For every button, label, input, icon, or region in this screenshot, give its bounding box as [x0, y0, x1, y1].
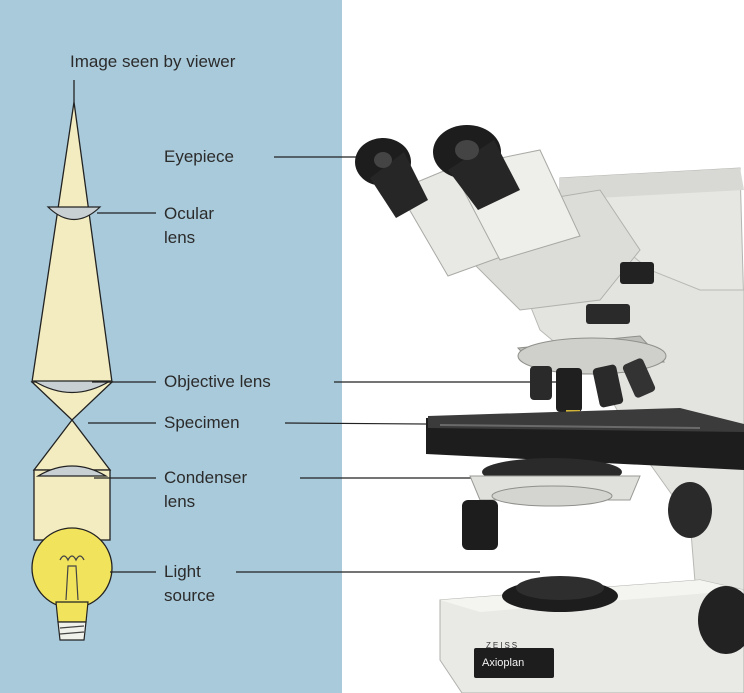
microscope-illustration — [355, 125, 744, 693]
image-seen-by-viewer-label: Image seen by viewer — [70, 52, 235, 72]
ocular-lens-label: Ocular lens — [164, 204, 214, 248]
eyepiece-label: Eyepiece — [164, 147, 234, 167]
condenser-lens-label: Condenser lens — [164, 468, 247, 512]
light-source-label-line2: source — [164, 586, 215, 606]
ocular-lens-shape — [48, 207, 100, 220]
light-source-label: Light source — [164, 562, 215, 606]
ocular-light-cone — [32, 102, 112, 382]
light-source-label-line1: Light — [164, 562, 215, 582]
lower-cone — [34, 420, 110, 470]
microscope-brand-text: ZEISS — [486, 636, 519, 656]
specimen-label: Specimen — [164, 413, 240, 433]
condenser-lens-label-line2: lens — [164, 492, 247, 512]
ocular-lens-label-line2: lens — [164, 228, 214, 248]
ocular-lens-label-line1: Ocular — [164, 204, 214, 224]
condenser-lens-label-line1: Condenser — [164, 468, 247, 488]
microscope-model-text: Axioplan — [482, 656, 524, 670]
objective-lens-label: Objective lens — [164, 372, 271, 392]
light-bulb-icon — [32, 528, 112, 640]
